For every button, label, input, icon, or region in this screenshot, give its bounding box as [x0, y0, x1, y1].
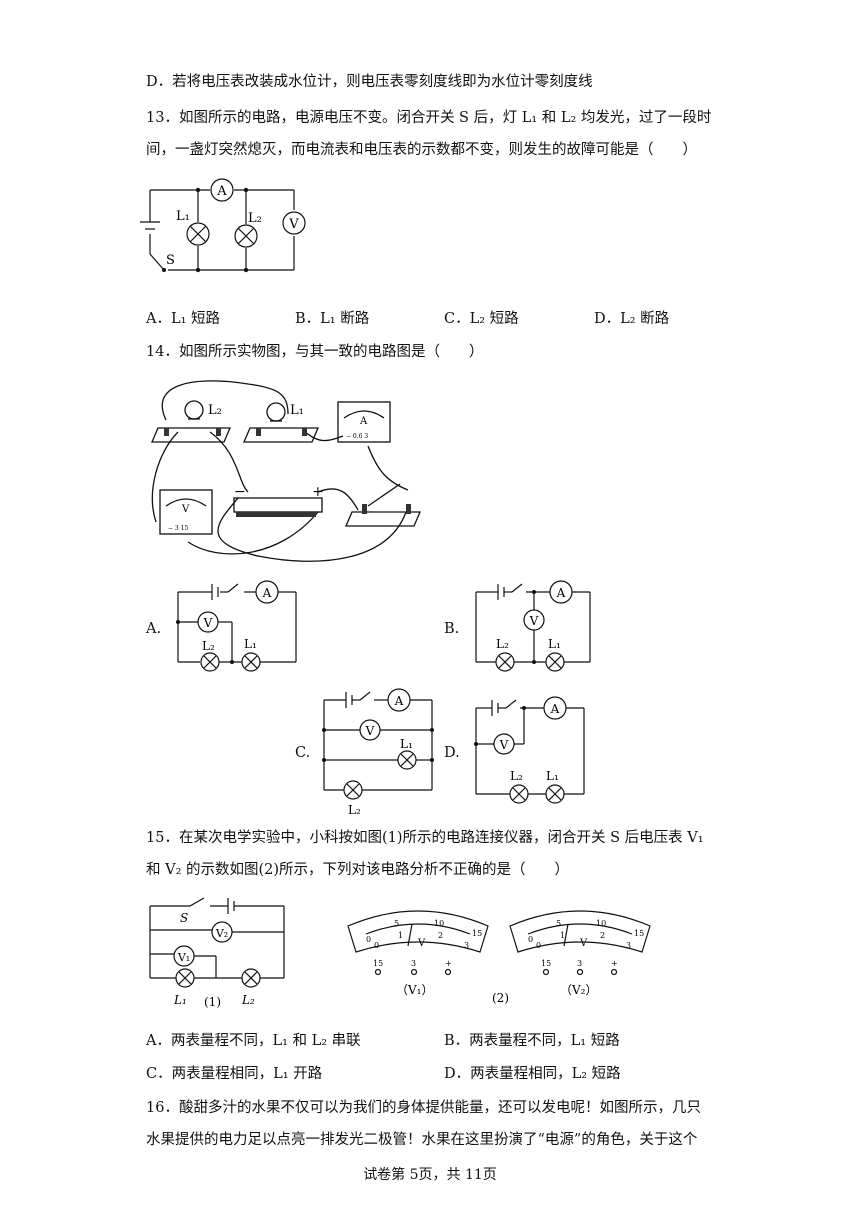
m1-low-1: 1: [398, 931, 403, 940]
q16-line2: 水果提供的电力足以点亮一排发光二极管！水果在这里扮演了“电源”的角色，关于这个: [146, 1132, 698, 1148]
q15-option-b: B．两表量程不同，L₁ 短路: [444, 1033, 620, 1049]
m2-low-1: 1: [560, 931, 565, 940]
q15-option-d: D．两表量程相同，L₂ 短路: [444, 1066, 621, 1082]
l2-label: L₂: [202, 639, 215, 653]
m2-low-2: 2: [600, 931, 605, 940]
figure-2-caption: (2): [492, 991, 509, 1005]
m1-low-2: 2: [438, 931, 443, 940]
m1-scale-0: 0: [366, 935, 371, 944]
q13-option-a: A．L₁ 短路: [146, 311, 221, 327]
m2-unit: V: [579, 938, 588, 949]
q13-stem-line2: 间，一盏灯突然熄灭，而电流表和电压表的示数都不变，则发生的故障可能是（ ）: [146, 142, 697, 158]
m1-terminal-3: 3: [411, 959, 416, 968]
m1-low-0: 0: [374, 941, 379, 950]
l2-label: L₂: [241, 993, 255, 1007]
q14-physical-circuit-photo: L₂ L₁ − + A V − 0.6 3 − 3 15: [138, 372, 428, 568]
l2-label: L₂: [496, 637, 509, 651]
q13-option-b: B．L₁ 断路: [295, 311, 370, 327]
voltmeter-symbol: V: [529, 614, 539, 628]
v2-symbol: V₂: [215, 927, 228, 940]
meter1-caption: （V₁）: [396, 983, 433, 997]
l1-label: L₁: [173, 993, 187, 1007]
m2-terminal-3: 3: [577, 959, 582, 968]
voltmeter-face-label: V: [181, 504, 190, 515]
q14-option-b-diagram: A V L₂ L₁: [470, 578, 594, 678]
battery-plus-label: +: [312, 484, 324, 500]
q15-stem-line1: 15．在某次电学实验中，小科按如图(1)所示的电路连接仪器，闭合开关 S 后电压…: [146, 830, 704, 846]
q13-circuit-diagram: A V L₁ L₂ S: [138, 178, 308, 278]
meter2-caption: （V₂）: [560, 983, 597, 997]
lamp1-label: L₁: [176, 209, 190, 224]
q13-stem-line1: 13．如图所示的电路，电源电压不变。闭合开关 S 后，灯 L₁ 和 L₂ 均发光…: [146, 110, 712, 126]
m2-low-3: 3: [626, 941, 631, 950]
battery-minus-label: −: [234, 484, 246, 500]
photo-l2-label: L₂: [208, 403, 222, 418]
l2-label: L₂: [510, 769, 523, 783]
voltmeter-symbol: V: [499, 738, 509, 752]
m1-scale-15: 15: [472, 929, 482, 938]
q15-option-a: A．两表量程不同，L₁ 和 L₂ 串联: [146, 1033, 361, 1049]
l1-label: L₁: [548, 637, 561, 651]
photo-l1-label: L₁: [290, 403, 304, 418]
m1-scale-10: 10: [434, 919, 444, 928]
ammeter-terminals: − 0.6 3: [346, 433, 368, 440]
switch-label: S: [166, 253, 175, 268]
lamp2-label: L₂: [248, 211, 262, 226]
q13-option-c: C．L₂ 短路: [444, 311, 519, 327]
q14-option-d-diagram: A V L₂ L₁: [470, 694, 590, 812]
m2-scale-5: 5: [556, 919, 561, 928]
voltmeter-symbol: V: [288, 217, 299, 232]
ammeter-symbol: A: [394, 694, 404, 708]
q16-line1: 16．酸甜多汁的水果不仅可以为我们的身体提供能量，还可以发电呢！如图所示，几只: [146, 1100, 701, 1116]
ammeter-symbol: A: [216, 184, 227, 199]
m2-scale-0: 0: [528, 935, 533, 944]
m1-low-3: 3: [464, 941, 469, 950]
m1-scale-5: 5: [394, 919, 399, 928]
q14-option-a-letter: A.: [146, 621, 162, 637]
q14-option-a-diagram: A V L₂ L₁: [168, 578, 300, 678]
q15-stem-line2: 和 V₂ 的示数如图(2)所示，下列对该电路分析不正确的是（ ）: [146, 862, 570, 878]
m2-low-0: 0: [536, 941, 541, 950]
voltmeter-symbol: V: [203, 616, 213, 630]
ammeter-face-label: A: [359, 416, 368, 427]
ammeter-symbol: A: [262, 586, 272, 600]
q14-option-c-diagram: A V L₁ L₂: [318, 686, 438, 818]
q14-option-c-letter: C.: [295, 745, 311, 761]
m2-terminal-plus: +: [611, 959, 618, 968]
q13-circuit-svg: A V L₁ L₂ S: [140, 178, 306, 273]
m1-terminal-plus: +: [445, 959, 452, 968]
q15-option-c: C．两表量程相同，L₁ 开路: [146, 1066, 323, 1082]
q15-figure-1-circuit: S V₂ V₁ L₁ L₂ (1): [146, 894, 292, 1010]
q14-stem: 14．如图所示实物图，与其一致的电路图是（ ）: [146, 344, 484, 360]
q15-figure-2-meters: 0 5 10 15 0 1 2 3 0 5 10 15 0 1 2 3 15 3…: [340, 896, 664, 1010]
figure-1-caption: (1): [204, 995, 221, 1009]
m2-scale-15: 15: [634, 929, 644, 938]
q14-option-b-letter: B.: [444, 621, 460, 637]
m2-scale-10: 10: [596, 919, 606, 928]
m2-terminal-15: 15: [541, 959, 551, 968]
q14-photo-svg: L₂ L₁ − + A V − 0.6 3 − 3 15: [151, 380, 421, 562]
l2-label: L₂: [348, 803, 361, 817]
q14-option-d-letter: D.: [444, 745, 460, 761]
switch-label: S: [180, 911, 188, 925]
q12-option-d: D．若将电压表改装成水位计，则电压表零刻度线即为水位计零刻度线: [146, 74, 593, 90]
q13-option-d: D．L₂ 断路: [594, 311, 670, 327]
ammeter-symbol: A: [550, 702, 560, 716]
voltmeter-symbol: V: [365, 724, 375, 738]
voltmeter-terminals: − 3 15: [168, 525, 188, 532]
page-footer: 试卷第 5页，共 11页: [363, 1167, 497, 1183]
l1-label: L₁: [244, 637, 257, 651]
v1-symbol: V₁: [177, 951, 190, 964]
l1-label: L₁: [546, 769, 559, 783]
ammeter-symbol: A: [556, 586, 566, 600]
m1-terminal-15: 15: [373, 959, 383, 968]
l1-label: L₁: [400, 737, 413, 751]
m1-unit: V: [417, 938, 426, 949]
